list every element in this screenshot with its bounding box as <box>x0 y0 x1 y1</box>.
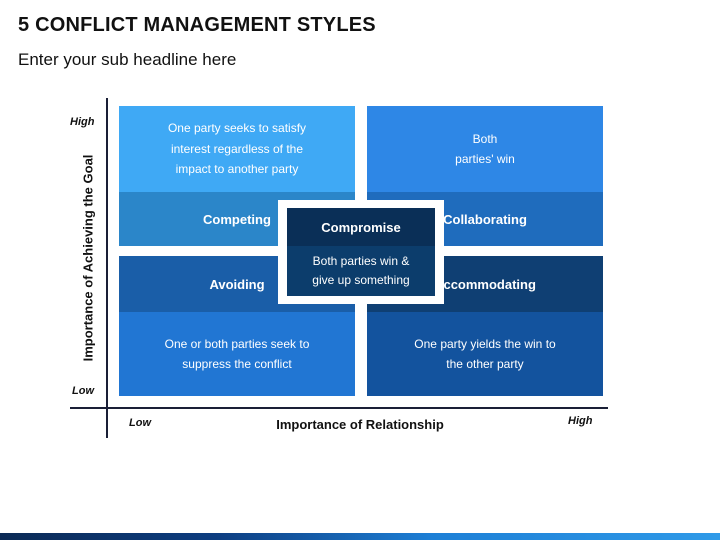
compromise-description: Both parties win & give up something <box>287 246 435 296</box>
x-axis-high-label: High <box>568 415 593 427</box>
competing-description: One party seeks to satisfy interest rega… <box>119 106 355 192</box>
y-axis-high-label: High <box>70 116 95 128</box>
competing-desc-line: One party seeks to satisfy <box>167 121 307 136</box>
compromise-label: Compromise <box>287 208 435 246</box>
y-axis-line <box>106 98 108 438</box>
collaborating-label-text: Collaborating <box>443 211 527 227</box>
x-axis-line <box>70 407 608 409</box>
compromise-desc-line: give up something <box>312 273 410 287</box>
accommodating-label-text: Accommodating <box>434 276 536 292</box>
footer-gradient-bar <box>0 533 720 540</box>
competing-label-text: Competing <box>203 211 271 227</box>
compromise-desc-line: Both parties win & <box>312 253 410 268</box>
y-axis-low-label: Low <box>72 385 94 397</box>
competing-desc-line: impact to another party <box>175 162 299 177</box>
avoiding-desc-line: suppress the conflict <box>182 357 292 371</box>
competing-desc-line: interest regardless of the <box>170 141 304 156</box>
compromise-box: Compromise Both parties win & give up so… <box>287 208 435 296</box>
y-axis-label: Importance of Achieving the Goal <box>80 154 96 362</box>
accommodating-description: One party yields the win to the other pa… <box>367 312 603 396</box>
avoiding-description: One or both parties seek to suppress the… <box>119 312 355 396</box>
accommodating-desc-line: the other party <box>446 357 524 371</box>
accommodating-desc-line: One party yields the win to <box>414 336 556 351</box>
slide-title: 5 CONFLICT MANAGEMENT STYLES <box>18 14 376 36</box>
collaborating-desc-line: parties' win <box>455 152 515 166</box>
x-axis-low-label: Low <box>129 417 151 429</box>
slide-subtitle: Enter your sub headline here <box>18 50 237 69</box>
avoiding-label-text: Avoiding <box>209 276 265 292</box>
avoiding-desc-line: One or both parties seek to <box>164 336 310 351</box>
collaborating-desc-line: Both <box>472 131 498 146</box>
x-axis-label: Importance of Relationship <box>276 417 444 432</box>
collaborating-description: Both parties' win <box>367 106 603 192</box>
